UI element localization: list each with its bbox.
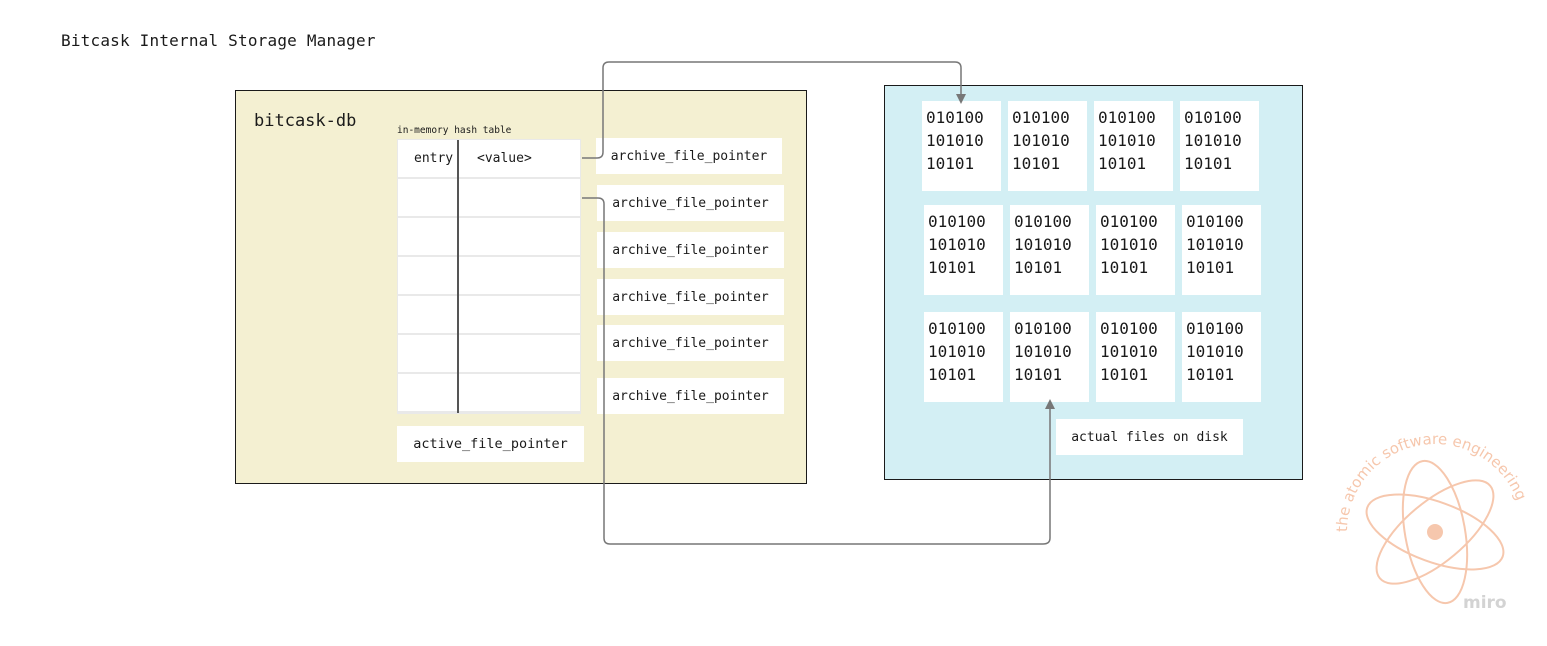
atom-orbit-icon: [1401, 459, 1469, 605]
svg-text:the atomic software engineerin: the atomic software engineering: [1335, 432, 1530, 532]
disk-file: 010100 101010 10101: [1096, 205, 1175, 295]
connector-second-archive-to-disk: [582, 197, 1055, 545]
archive-file-pointer: archive_file_pointer: [596, 138, 782, 174]
table-row: [398, 140, 580, 177]
table-row: [398, 296, 580, 333]
disk-file: 010100 101010 10101: [924, 312, 1003, 402]
table-row: [398, 179, 580, 216]
hash-table: [397, 139, 581, 414]
archive-file-pointer: archive_file_pointer: [597, 279, 784, 315]
active-file-pointer: active_file_pointer: [397, 426, 584, 462]
disk-file: 010100 101010 10101: [1180, 101, 1259, 191]
disk-file: 010100 101010 10101: [924, 205, 1003, 295]
atom-orbit-icon: [1375, 479, 1495, 585]
disk-file: 010100 101010 10101: [1182, 312, 1261, 402]
archive-file-pointer: archive_file_pointer: [597, 232, 784, 268]
disk-file: 010100 101010 10101: [1096, 312, 1175, 402]
table-row: [398, 218, 580, 255]
atomic-logo-watermark: the atomic software engineering miro: [1335, 432, 1530, 613]
table-row: [398, 257, 580, 294]
table-row: [398, 374, 580, 411]
connector-first-archive-to-disk: [582, 61, 966, 159]
disk-files-label: actual files on disk: [1056, 419, 1243, 455]
hash-table-label: in-memory hash table: [397, 125, 512, 136]
disk-file: 010100 101010 10101: [922, 101, 1001, 191]
archive-file-pointer: archive_file_pointer: [597, 378, 784, 414]
disk-file: 010100 101010 10101: [1094, 101, 1173, 191]
hash-table-header-entry: entry: [414, 151, 454, 166]
atom-nucleus-icon: [1427, 524, 1443, 540]
archive-file-pointer: archive_file_pointer: [597, 185, 784, 221]
hash-table-header-value: <value>: [477, 151, 532, 166]
page-title: Bitcask Internal Storage Manager: [61, 31, 376, 50]
watermark-brand: miro: [1463, 593, 1507, 613]
hash-table-column-divider: [457, 140, 459, 413]
disk-file: 010100 101010 10101: [1010, 312, 1089, 402]
table-row: [398, 335, 580, 372]
disk-file: 010100 101010 10101: [1008, 101, 1087, 191]
disk-file: 010100 101010 10101: [1182, 205, 1261, 295]
atom-orbit-icon: [1365, 493, 1505, 571]
bitcask-db-label: bitcask-db: [254, 111, 357, 131]
disk-file: 010100 101010 10101: [1010, 205, 1089, 295]
watermark-ring-text: the atomic software engineering: [1335, 432, 1530, 532]
archive-file-pointer: archive_file_pointer: [597, 325, 784, 361]
